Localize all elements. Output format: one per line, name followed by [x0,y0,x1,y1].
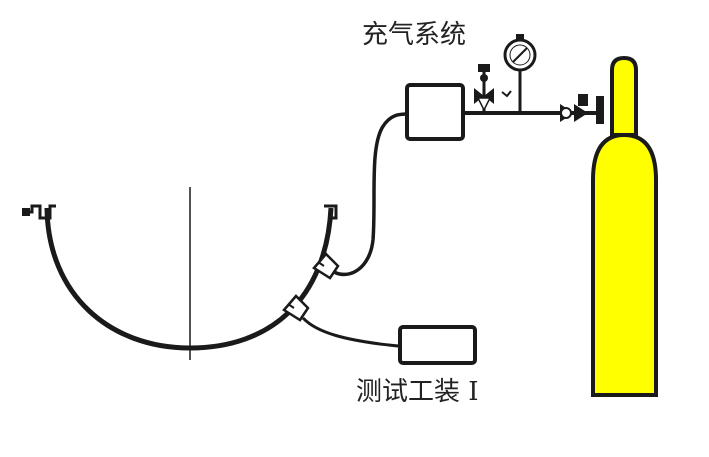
lower-port-fitting [282,294,310,322]
hemispherical-vessel [22,187,338,360]
gas-cylinder-icon [591,55,658,397]
vessel-shell [44,207,334,351]
pressure-gauge-icon [503,34,537,113]
cylinder-body [591,132,658,397]
left-flange [22,204,56,220]
test-fixture-box [398,325,477,365]
flow-indicator-icon [501,90,512,98]
regulator-box [405,83,465,141]
charging-system-label: 充气系统 [362,20,466,50]
inlet-valve [474,64,494,113]
cylinder-neck [610,55,638,137]
charging-hose [333,112,409,277]
upper-port-fitting [312,252,340,280]
right-flange [324,204,338,220]
test-hose [301,316,401,348]
test-fixture-label: 测试工装 I [356,377,479,407]
cylinder-valve [560,94,604,124]
